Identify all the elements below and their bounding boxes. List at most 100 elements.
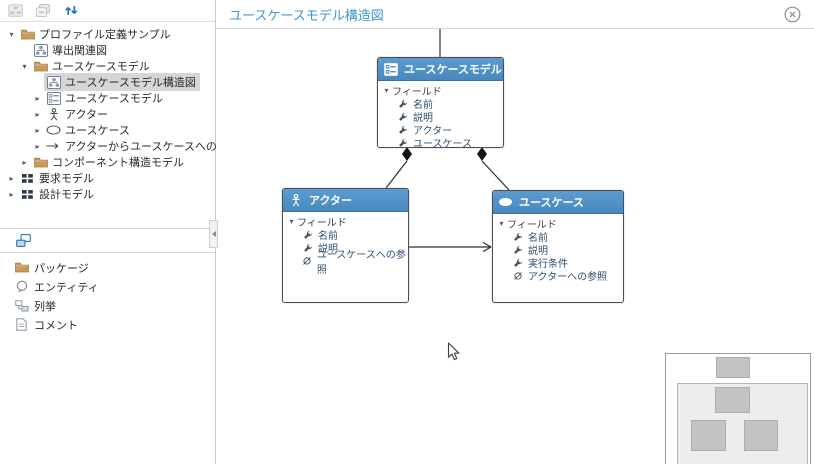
expand-arrow-icon[interactable]: ▸ (35, 141, 40, 151)
new-diagram-button (6, 3, 24, 19)
ellipse-white-icon (498, 197, 513, 207)
expand-arrow-icon[interactable]: ▸ (35, 125, 40, 135)
close-icon[interactable] (784, 6, 801, 23)
field-row[interactable]: 名前 (493, 230, 623, 244)
field-row[interactable]: 名前 (283, 228, 408, 242)
wrench-icon (510, 245, 525, 255)
tree-item[interactable]: 導出関連図 (0, 42, 215, 58)
new-diagram-icon (7, 4, 23, 17)
field-row[interactable]: 説明 (378, 110, 503, 124)
node-usecase[interactable]: ユースケース ▾フィールド名前説明実行条件アクターへの参照 (492, 190, 624, 303)
collapse-arrow-icon[interactable]: ▾ (22, 61, 27, 71)
expand-arrow-icon[interactable]: ▸ (35, 93, 40, 103)
edge-reference-arrow[interactable] (409, 241, 492, 253)
collapse-arrow-icon[interactable]: ▾ (384, 86, 389, 95)
edge-composition-usecase[interactable] (477, 147, 510, 191)
tree-item-content: 要求モデル (18, 169, 98, 187)
diagram-canvas[interactable]: ユースケースモデル▾フィールド名前説明アクターユースケースアクター▾フィールド名… (216, 29, 814, 464)
tree-item[interactable]: ▸ アクターからユースケースへの参照 (0, 138, 238, 154)
tree-item-content: コンポーネント構造モデル (31, 153, 188, 171)
palette-item[interactable]: パッケージ (0, 258, 215, 277)
tree-item-label: コンポーネント構造モデル (52, 157, 184, 169)
wrench-icon (395, 99, 410, 109)
minimap[interactable] (665, 353, 811, 464)
tree-item[interactable]: ▸ アクター (0, 106, 215, 122)
field-row[interactable]: ユースケースへの参照 (283, 250, 408, 276)
wrench-icon (395, 138, 410, 148)
field-label: 名前 (528, 233, 548, 244)
folder-icon (33, 157, 48, 168)
hierarchy-icon (15, 234, 31, 247)
hierarchy-button[interactable] (14, 233, 32, 249)
expand-arrow-icon[interactable]: ▸ (9, 173, 14, 183)
tree-item-label: 要求モデル (39, 173, 94, 185)
field-group-label: フィールド (392, 87, 442, 98)
tree-item-label: アクター (65, 109, 109, 121)
element-palette: パッケージエンティティ列挙コメント (0, 253, 215, 334)
minimap-node-usecase (744, 420, 778, 451)
palette-item-label: コメント (34, 319, 78, 332)
sync-button[interactable] (62, 3, 80, 19)
field-row[interactable]: 名前 (378, 97, 503, 111)
node-usecase-model[interactable]: ユースケースモデル ▾フィールド名前説明アクターユースケース (377, 57, 504, 148)
tree-item-label: ユースケースモデル (65, 93, 163, 105)
field-group-row[interactable]: ▾フィールド (283, 215, 408, 229)
ellipse-icon (46, 125, 61, 135)
field-label: 説明 (528, 246, 548, 257)
expand-arrow-icon[interactable]: ▸ (9, 189, 14, 199)
splitter-collapse-handle[interactable] (209, 220, 218, 248)
tree-item-content: 導出関連図 (31, 41, 111, 59)
enum-icon (14, 299, 29, 312)
collapse-arrow-icon[interactable]: ▾ (499, 219, 504, 228)
tree-item[interactable]: ▸ ユースケースモデル (0, 90, 215, 106)
node-header[interactable]: ユースケース (493, 191, 623, 214)
palette-toolbar (0, 229, 215, 253)
field-row[interactable]: アクターへの参照 (493, 269, 623, 283)
field-row[interactable]: 説明 (283, 241, 408, 255)
tree-item[interactable]: ▸ユースケース (0, 122, 215, 138)
tree-item-content: ユースケースモデル (31, 57, 154, 75)
diagram-icon (46, 75, 61, 89)
tree-item-label: 導出関連図 (52, 45, 107, 57)
entity-icon (14, 280, 29, 293)
sync-icon (64, 4, 79, 17)
wrench-icon (395, 112, 410, 122)
editor-title-bar: ユースケースモデル構造図 (216, 0, 814, 29)
editor-area: ユースケースモデル構造図 (216, 0, 814, 464)
node-actor[interactable]: アクター ▾フィールド名前説明ユースケースへの参照 (282, 188, 409, 303)
field-row[interactable]: 説明 (493, 243, 623, 257)
tree-item-content: アクター (44, 105, 112, 123)
tree-toolbar (0, 0, 215, 22)
tree-item[interactable]: ▾ ユースケースモデル (0, 58, 215, 74)
field-group-row[interactable]: ▾フィールド (493, 217, 623, 231)
field-row[interactable]: アクター (378, 123, 503, 137)
tree-item[interactable]: ユースケースモデル構造図 (0, 73, 215, 91)
node-header[interactable]: アクター (283, 189, 408, 212)
edge-composition-actor[interactable] (385, 147, 412, 189)
field-row[interactable]: 実行条件 (493, 256, 623, 270)
expand-arrow-icon[interactable]: ▸ (22, 157, 27, 167)
field-label: 名前 (318, 231, 338, 242)
palette-item[interactable]: 列挙 (0, 296, 215, 315)
collapse-arrow-icon[interactable]: ▾ (289, 217, 294, 226)
tree-item[interactable]: ▸ 要求モデル (0, 170, 215, 186)
tree-item[interactable]: ▸ 設計モデル (0, 186, 215, 202)
field-group-row[interactable]: ▾フィールド (378, 84, 503, 98)
palette-item[interactable]: コメント (0, 315, 215, 334)
tree-item-label: 設計モデル (39, 189, 94, 201)
palette-item[interactable]: エンティティ (0, 277, 215, 296)
form-white-icon (383, 62, 398, 76)
tree-item-content: ユースケースモデル (44, 89, 167, 107)
node-header[interactable]: ユースケースモデル (378, 58, 503, 81)
reference-icon (300, 256, 314, 266)
expand-arrow-icon[interactable]: ▸ (35, 109, 40, 119)
wrench-icon (300, 230, 315, 240)
minimap-node-actor (691, 420, 726, 451)
tree-item-content: 設計モデル (18, 185, 98, 203)
field-row[interactable]: ユースケース (378, 136, 503, 148)
tree-item[interactable]: ▸ コンポーネント構造モデル (0, 154, 215, 170)
collapse-arrow-icon[interactable]: ▾ (9, 29, 14, 39)
tree-item-label: アクターからユースケースへの参照 (65, 141, 239, 153)
field-group-label: フィールド (507, 220, 557, 231)
tree-item[interactable]: ▾プロファイル定義サンプル (0, 26, 215, 42)
